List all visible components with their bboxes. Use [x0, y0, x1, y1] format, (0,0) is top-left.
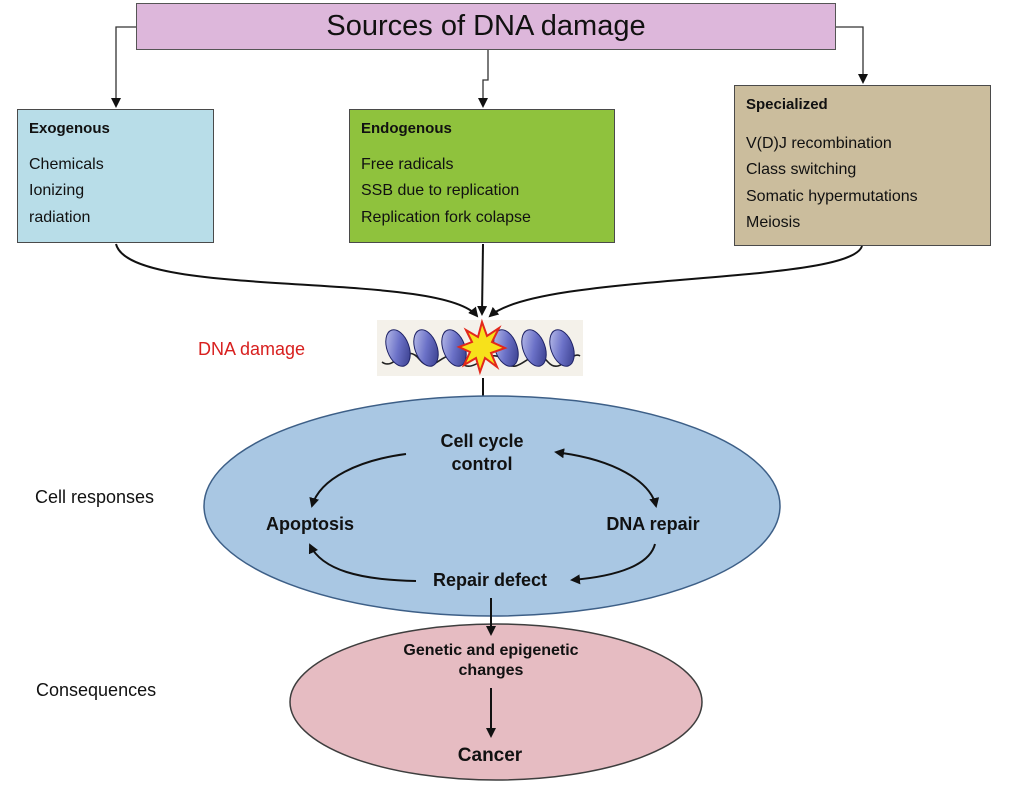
- specialized-item: Class switching: [746, 161, 857, 178]
- arrow-cellcycle-to-apoptosis: [309, 453, 407, 508]
- connector-to-specialized: [836, 26, 868, 84]
- specialized-box: Specialized V(D)J recombination Class sw…: [734, 85, 991, 246]
- genetic-epigenetic-changes-label: Genetic and epigenetic changes: [403, 642, 579, 679]
- cell-response-arrows: [308, 448, 660, 738]
- exogenous-box: Exogenous Chemicals Ionizing radiation: [17, 109, 214, 243]
- dna-nucleosome-illustration: [377, 318, 583, 376]
- specialized-heading: Specialized: [746, 96, 828, 113]
- header-connectors: [111, 26, 868, 108]
- dna-repair-label: DNA repair: [606, 514, 700, 534]
- specialized-item: Somatic hypermutations: [746, 187, 918, 205]
- endogenous-heading: Endogenous: [361, 120, 452, 137]
- damage-burst-icon: [456, 318, 508, 376]
- repair-defect-label: Repair defect: [432, 570, 548, 590]
- curve-from-specialized: [488, 245, 863, 318]
- endogenous-item: Replication fork colapse: [361, 208, 531, 226]
- endogenous-item: SSB due to replication: [361, 182, 520, 199]
- exogenous-item: radiation: [29, 208, 91, 226]
- apoptosis-label: Apoptosis: [266, 514, 354, 534]
- arrow-dnarepair-to-repairdefect: [570, 543, 656, 585]
- arrow-repairdefect-to-apoptosis: [308, 543, 417, 582]
- consequences-label: Consequences: [36, 680, 157, 700]
- exogenous-heading: Exogenous: [29, 120, 110, 137]
- cell-cycle-control-label: Cell cycle control: [440, 431, 524, 474]
- arrow-cellcycle-dnarepair: [554, 448, 660, 508]
- connector-to-exogenous: [111, 26, 136, 108]
- cancer-label: Cancer: [457, 745, 523, 766]
- dna-damage-label: DNA damage: [198, 339, 306, 359]
- sources-header: Sources of DNA damage: [136, 3, 836, 50]
- specialized-item: Meiosis: [746, 214, 801, 231]
- curve-from-exogenous: [115, 243, 479, 318]
- cell-responses-label: Cell responses: [35, 487, 155, 507]
- endogenous-item: Free radicals: [361, 155, 454, 173]
- exogenous-item: Ionizing: [29, 182, 85, 199]
- arrow-from-endogenous: [477, 243, 488, 316]
- sources-header-title: Sources of DNA damage: [326, 10, 646, 42]
- consequences-ellipse: [289, 623, 703, 781]
- specialized-item: V(D)J recombination: [746, 134, 892, 152]
- connector-to-endogenous: [478, 50, 489, 108]
- exogenous-item: Chemicals: [29, 155, 104, 173]
- endogenous-box: Endogenous Free radicals SSB due to repl…: [349, 109, 615, 243]
- convergence-arrows: [115, 243, 863, 318]
